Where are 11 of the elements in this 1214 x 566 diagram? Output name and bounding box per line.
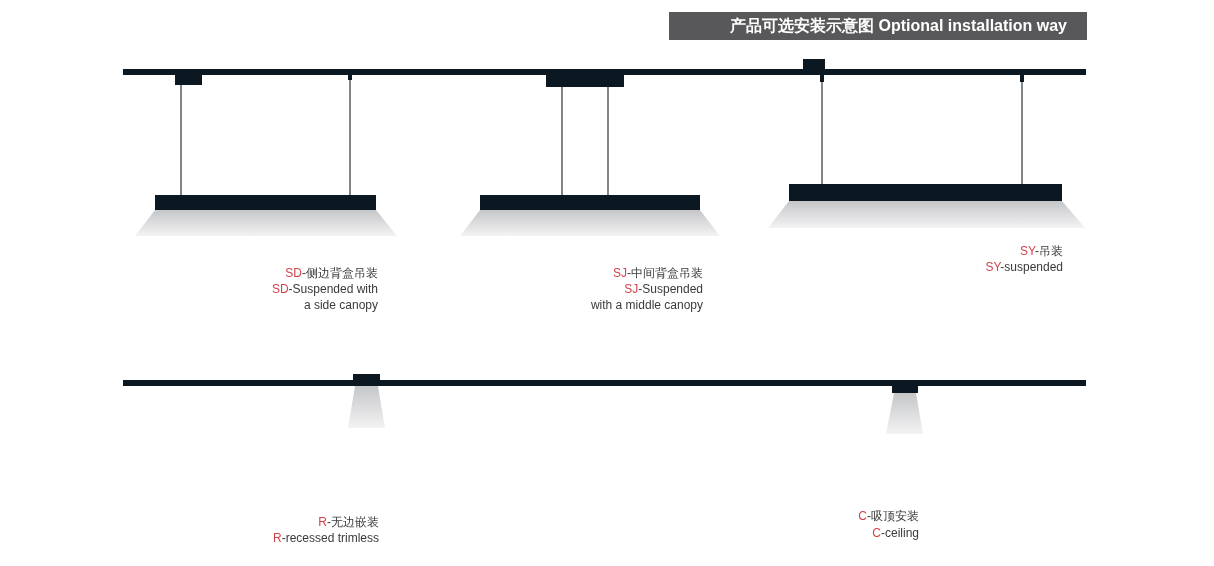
installation-type-description: SJ-Suspended with a middle canopy [590,282,703,313]
installation-type-description: SD-Suspended with a side canopy [271,282,378,313]
title-banner: 产品可选安装示意图 Optional installation way [669,12,1087,40]
installation-type-label: C-吸顶安装 [858,509,919,525]
installation-type-description: SY-suspended [985,260,1063,276]
installation-type-label: SJ-中间背盒吊装 [613,266,703,282]
installation-type-description: C-ceiling [872,526,919,542]
installation-type-label: R-无边嵌装 [318,515,379,531]
installation-type-label: SY-吊装 [1020,244,1063,260]
installation-type-description: R-recessed trimless [272,531,379,547]
installation-type-label: SD-侧边背盒吊装 [285,266,378,282]
